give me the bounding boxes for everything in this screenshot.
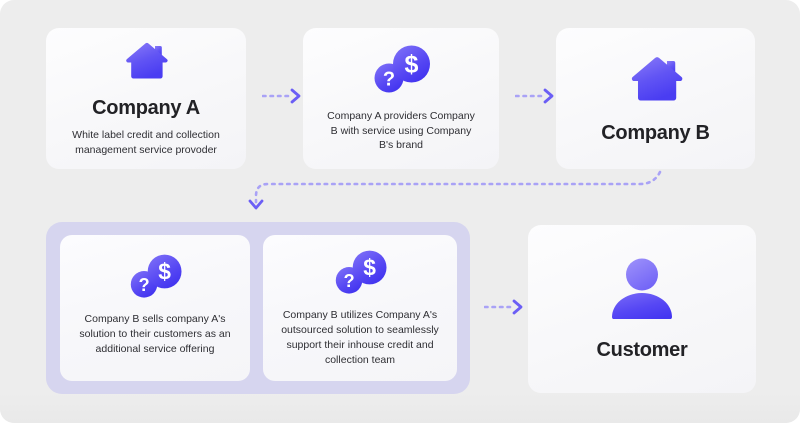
card-company-a[interactable]: Company A White label credit and collect… (46, 28, 246, 169)
card-title: Company B (601, 122, 710, 144)
arrow-a-to-service (261, 86, 306, 106)
dollar-coin-icon: $ (393, 45, 430, 83)
house-icon (123, 39, 169, 86)
card-title: Customer (596, 338, 688, 361)
dollar-coin-icon: $ (352, 250, 387, 285)
svg-text:$: $ (405, 50, 419, 78)
card-service-provision[interactable]: ? $ Company A providers Company B with s… (303, 28, 499, 169)
coins-icon: ? $ (328, 249, 392, 302)
arrow-service-to-b (514, 86, 559, 106)
svg-text:?: ? (138, 274, 149, 295)
card-description: Company A providers Company B with servi… (327, 109, 475, 152)
arrow-b-to-group (246, 168, 670, 216)
arrow-group-to-customer (483, 297, 528, 317)
card-customer[interactable]: Customer (528, 225, 756, 393)
person-icon (603, 257, 681, 324)
card-description: Company B sells company A's solution to … (79, 313, 231, 355)
svg-text:?: ? (343, 270, 354, 291)
card-title: Company A (92, 97, 200, 120)
svg-text:$: $ (158, 258, 171, 284)
bottom-fade (0, 393, 800, 423)
coins-icon: ? $ (366, 44, 436, 101)
card-company-b[interactable]: Company B (556, 28, 755, 169)
coins-icon: ? $ (123, 253, 187, 306)
house-icon (628, 52, 684, 109)
dollar-coin-icon: $ (147, 254, 182, 289)
svg-text:?: ? (383, 68, 395, 90)
card-company-b-resell[interactable]: ? $ Company B sells company A's solution… (60, 235, 250, 381)
card-description: Company B utilizes Company A's outsource… (281, 309, 439, 366)
svg-text:$: $ (363, 254, 376, 280)
card-company-b-inhouse[interactable]: ? $ Company B utilizes Company A's outso… (263, 235, 457, 381)
card-description: White label credit and collection manage… (72, 129, 220, 156)
